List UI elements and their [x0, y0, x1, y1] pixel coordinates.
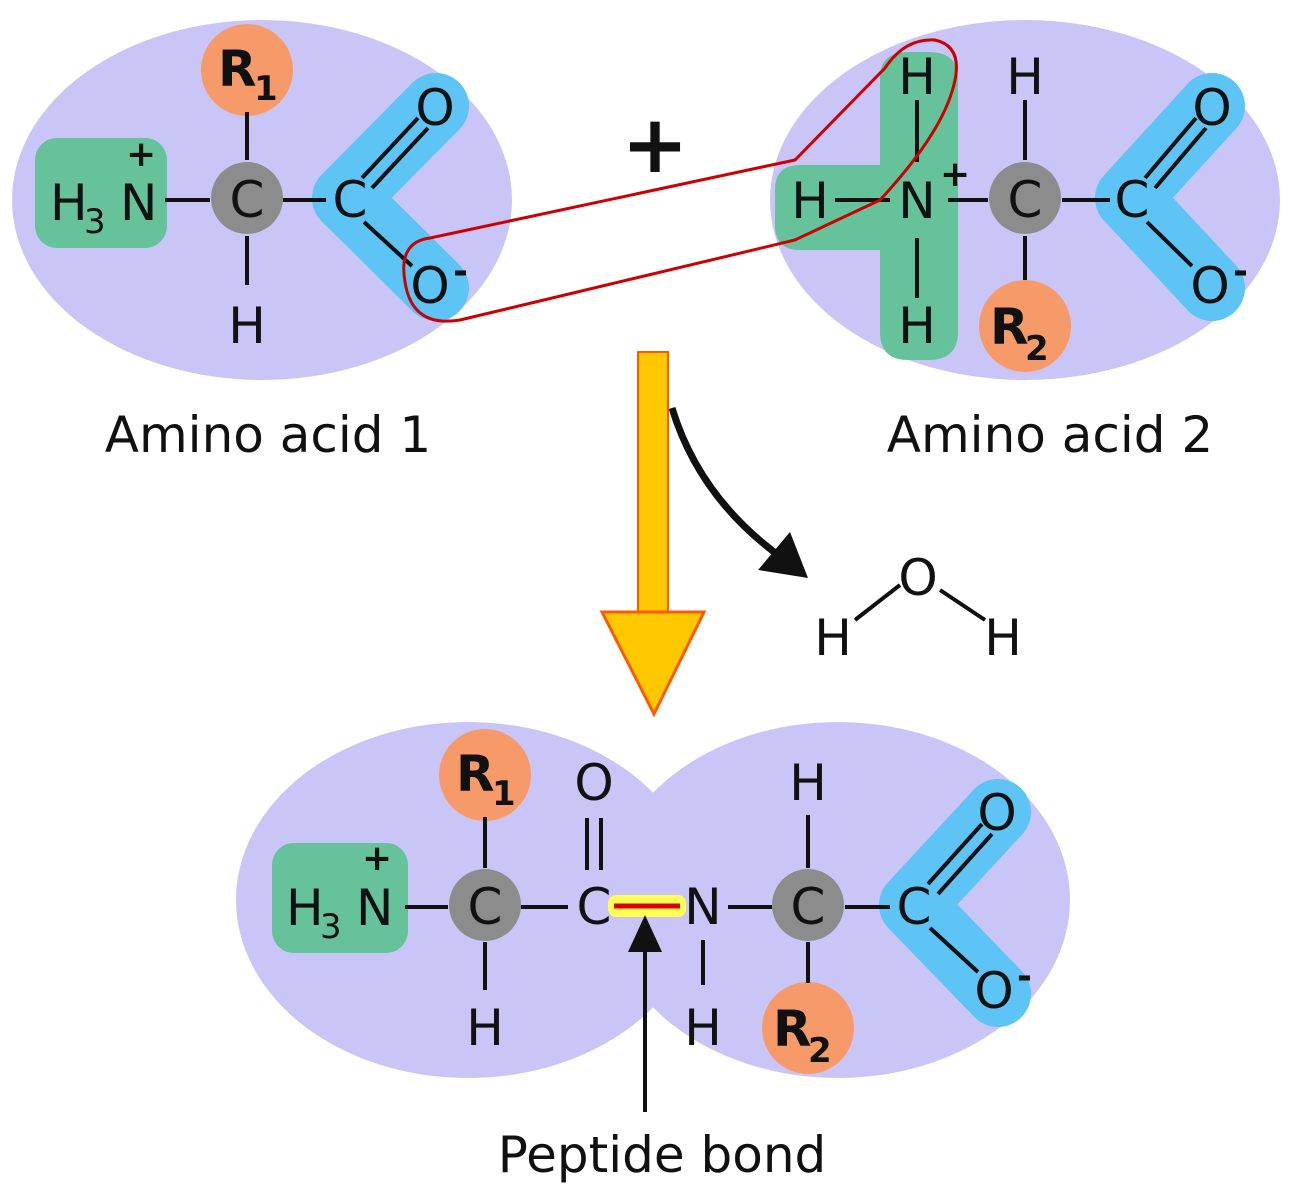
positive-charge: +	[126, 134, 156, 175]
single-bond-oxygen-atom: O	[410, 257, 449, 315]
nitrogen-atom: N	[120, 174, 157, 232]
nitrogen-atom: N	[898, 172, 935, 230]
carbonyl-oxygen-atom: O	[574, 754, 613, 812]
bond	[926, 822, 984, 886]
alpha-carbon-atom: C	[230, 171, 265, 229]
amino-group-1-highlight	[35, 138, 167, 248]
r-group-label: R	[456, 745, 495, 803]
r-group-label: R	[990, 298, 1029, 356]
negative-charge: -	[1017, 956, 1032, 997]
carboxyl-carbon-atom: C	[897, 878, 932, 936]
r-subscript-1: 1	[254, 69, 278, 109]
bond	[928, 926, 980, 974]
negative-charge: -	[1233, 251, 1248, 292]
water-hydrogen-atom: H	[984, 609, 1022, 667]
water-oxygen-atom: O	[898, 549, 937, 607]
alpha-carbon-atom: C	[468, 878, 503, 936]
amino-acid-2: H H N + H H C C O O - R 2 Amino acid 2	[770, 20, 1280, 464]
nitrogen-atom: N	[356, 879, 393, 937]
hydrogen-atom: H	[1006, 48, 1044, 106]
hydrogen-atom: H	[898, 48, 936, 106]
bond	[853, 583, 902, 622]
bond	[936, 832, 994, 896]
single-bond-oxygen-atom: O	[974, 962, 1013, 1020]
bond	[938, 588, 987, 622]
water-release-curve	[668, 406, 788, 563]
bond	[1143, 116, 1198, 180]
peptide-bond-label: Peptide bond	[498, 1126, 827, 1184]
pointer-arrow-icon	[628, 915, 662, 1112]
r-subscript-1: 1	[492, 774, 516, 814]
hydrogen-atom: H	[898, 297, 936, 355]
h3-label: H	[286, 879, 324, 937]
alpha-carbon-atom: C	[1008, 171, 1043, 229]
plus-sign: +	[621, 98, 688, 191]
carboxyl-carbon-atom: C	[333, 171, 368, 229]
bond	[1145, 220, 1194, 268]
alpha-carbon-atom: C	[791, 878, 826, 936]
hydrogen-atom: H	[789, 754, 827, 812]
double-bond-oxygen-atom: O	[1192, 79, 1231, 137]
pointer-arrowhead	[628, 915, 662, 952]
removed-water-outline	[402, 38, 958, 323]
carboxyl-group-1-highlight	[312, 73, 469, 321]
bond	[360, 116, 420, 180]
r-group-1-circle	[201, 24, 293, 116]
h3-label: H	[50, 174, 88, 232]
double-bond-oxygen-atom: O	[415, 79, 454, 137]
amino-acid-1: H 3 N + C C O O - H R 1 Amino acid 1	[12, 20, 512, 464]
amino-acid-1-label: Amino acid 1	[105, 406, 431, 464]
r-group-label: R	[773, 1000, 812, 1058]
positive-charge: +	[362, 838, 392, 879]
alpha-carbon-1-circle	[449, 869, 521, 941]
alpha-carbon-2-circle	[772, 869, 844, 941]
bond	[370, 126, 430, 190]
r-group-label: R	[218, 40, 257, 98]
hydrogen-atom: H	[466, 999, 504, 1057]
r-group-2-circle	[762, 982, 854, 1074]
dipeptide: H 3 N + C H O C N H H C C O O - R 1 R 2	[236, 722, 1070, 1078]
r-subscript-2: 2	[808, 1031, 832, 1071]
carboxyl-carbon-atom: C	[1115, 171, 1150, 229]
negative-charge: -	[453, 251, 468, 292]
r-group-2-circle	[979, 280, 1071, 372]
water-molecule: O H H	[814, 549, 1022, 667]
hydrogen-atom: H	[228, 297, 266, 355]
reaction-arrow-icon	[599, 351, 707, 718]
positive-charge: +	[940, 154, 970, 195]
bond	[1153, 126, 1208, 190]
alpha-carbon-1-circle	[211, 162, 283, 234]
subscript-3: 3	[320, 907, 342, 947]
subscript-3: 3	[84, 202, 106, 242]
r-subscript-2: 2	[1025, 329, 1049, 369]
carbonyl-carbon-atom: C	[577, 878, 612, 936]
amino-acid-2-label: Amino acid 2	[887, 406, 1213, 464]
hydrogen-atom: H	[791, 172, 829, 230]
water-hydrogen-atom: H	[814, 609, 852, 667]
amide-nitrogen-atom: N	[684, 878, 721, 936]
amino-group-highlight	[272, 843, 408, 953]
single-bond-oxygen-atom: O	[1190, 257, 1229, 315]
double-bond-oxygen-atom: O	[977, 784, 1016, 842]
amide-hydrogen-atom: H	[684, 999, 722, 1057]
water-release-arrowhead	[758, 532, 808, 578]
water-release-arrow-icon	[668, 406, 808, 578]
alpha-carbon-2-circle	[989, 162, 1061, 234]
reaction-arrow-shaft	[637, 351, 669, 621]
r-group-1-circle	[439, 729, 531, 821]
reaction-arrow-head	[599, 610, 707, 718]
